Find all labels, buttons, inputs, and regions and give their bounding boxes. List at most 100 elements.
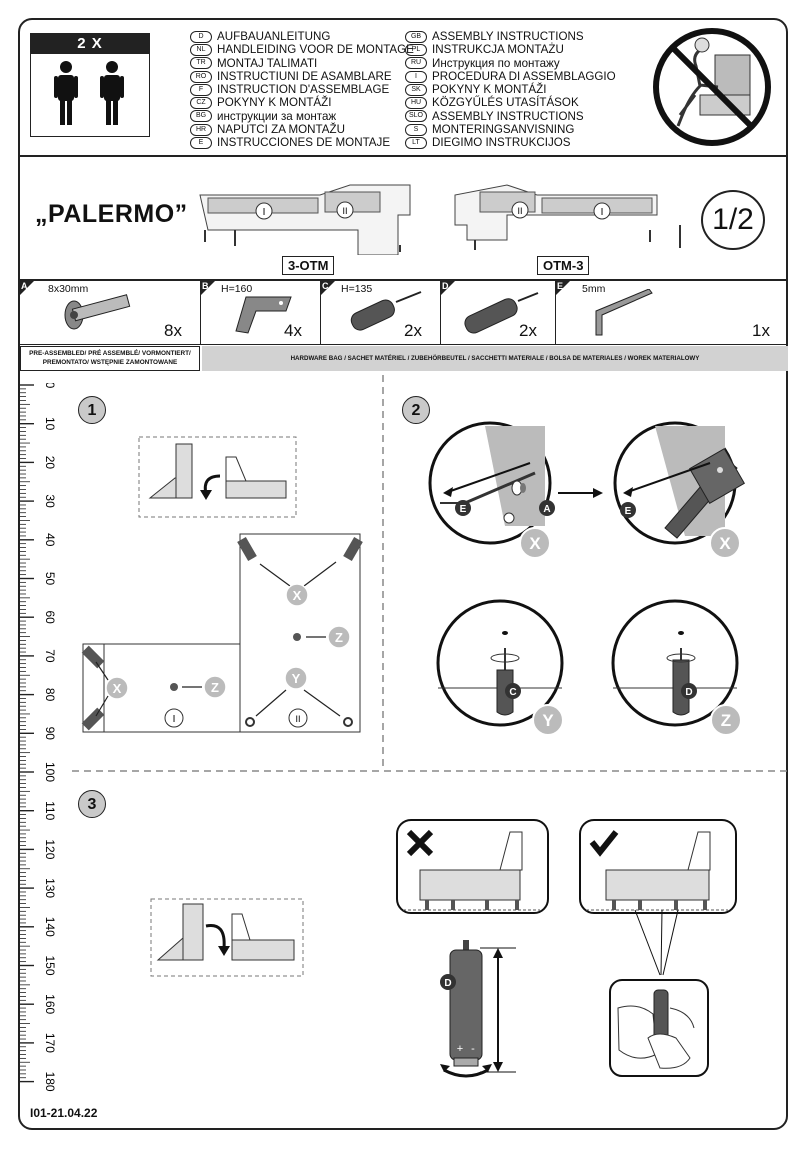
page-frame	[18, 18, 788, 1130]
svg-text:II: II	[342, 206, 347, 216]
sofa-3otm-illustration: I II	[199, 184, 411, 255]
step3-leg-height-diagram: + - D	[440, 940, 516, 1078]
hardware-d-leg: D 2x	[441, 281, 556, 344]
persons-count: 2 X	[31, 34, 149, 54]
svg-text:-: -	[471, 1043, 475, 1055]
svg-text:II: II	[295, 714, 300, 724]
allen-key-icon	[595, 289, 653, 336]
model-3otm-label: 3-OTM	[282, 256, 335, 275]
ruler-label: 0	[43, 383, 57, 389]
ruler-label: 60	[43, 611, 57, 625]
ruler-label: 150	[43, 955, 57, 975]
step2-leg-assembly: C Y D Z	[436, 599, 742, 736]
page-number-badge: 1/2	[701, 190, 765, 250]
ruler-label: 20	[43, 456, 57, 470]
divider-hardware	[20, 344, 788, 345]
svg-text:C: C	[509, 687, 516, 698]
step3-pointer-lines	[634, 909, 679, 976]
svg-text:D: D	[685, 687, 692, 698]
hardware-bag-label: HARDWARE BAG / SACHET MATÉRIEL / ZUBEHÖR…	[202, 346, 788, 371]
ruler-label: 180	[43, 1072, 57, 1092]
svg-text:I: I	[173, 714, 176, 725]
svg-text:E: E	[460, 504, 467, 515]
step3-flip-diagram	[150, 898, 304, 977]
svg-text:Y: Y	[542, 711, 554, 730]
pre-assembled-label: PRE-ASSEMBLED/ PRÉ ASSEMBLÉ/ VORMONTIERT…	[20, 346, 200, 371]
svg-text:X: X	[719, 534, 731, 553]
svg-text:X: X	[113, 681, 122, 696]
persons-required-box: 2 X	[30, 33, 150, 137]
measurement-ruler: 0102030405060708090100110120130140150160…	[20, 383, 57, 1092]
svg-text:I: I	[263, 207, 266, 218]
ruler-label: 40	[43, 533, 57, 547]
step-3-number: 3	[78, 790, 106, 818]
ruler-label: 30	[43, 494, 57, 508]
ruler-label: 90	[43, 727, 57, 741]
ruler-label: 120	[43, 839, 57, 859]
svg-text:Z: Z	[211, 680, 219, 695]
svg-text:X: X	[293, 588, 302, 603]
ruler-label: 100	[43, 762, 57, 782]
no-sitting-icon	[653, 28, 771, 146]
two-persons-icon	[54, 61, 124, 125]
short-leg-icon	[350, 291, 422, 331]
divider-header	[18, 155, 788, 157]
svg-text:D: D	[444, 978, 451, 989]
sofa-otm3-illustration: II I	[454, 184, 681, 250]
ruler-label: 80	[43, 688, 57, 702]
long-leg-icon	[464, 292, 539, 334]
svg-text:A: A	[543, 504, 550, 515]
ruler-label: 110	[43, 801, 57, 820]
divider-product	[18, 279, 788, 281]
svg-text:Z: Z	[335, 630, 343, 645]
ruler-label: 50	[43, 572, 57, 586]
svg-text:X: X	[529, 534, 541, 553]
hardware-a-screw: A 8x30mm 8x	[20, 281, 201, 344]
product-title: „PALERMO”	[35, 200, 188, 228]
svg-text:Y: Y	[292, 671, 301, 686]
step1-unpack-diagram	[138, 436, 297, 518]
step1-layout-diagram: X X Z Z Y I II	[81, 533, 363, 733]
svg-text:E: E	[625, 506, 632, 517]
ruler-label: 140	[43, 917, 57, 937]
svg-text:Z: Z	[721, 711, 731, 730]
ruler-label: 10	[43, 417, 57, 431]
svg-text:II: II	[517, 206, 522, 216]
bracket-icon	[235, 296, 292, 334]
step2-bracket-assembly: E A X E X	[428, 421, 746, 558]
ruler-label: 130	[43, 878, 57, 898]
document-id: I01-21.04.22	[30, 1106, 98, 1120]
svg-text:I: I	[601, 207, 604, 218]
hardware-c-leg: C H=135 2x	[321, 281, 441, 344]
ruler-label: 160	[43, 994, 57, 1014]
step3-correct-example	[579, 819, 737, 914]
screw-icon	[64, 294, 131, 330]
step3-wrong-example	[396, 819, 549, 914]
step-1-number: 1	[78, 396, 106, 424]
hardware-e-allen-key: E 5mm 1x	[556, 281, 770, 340]
svg-text:+: +	[457, 1043, 463, 1055]
ruler-label: 170	[43, 1033, 57, 1053]
step-2-number: 2	[402, 396, 430, 424]
